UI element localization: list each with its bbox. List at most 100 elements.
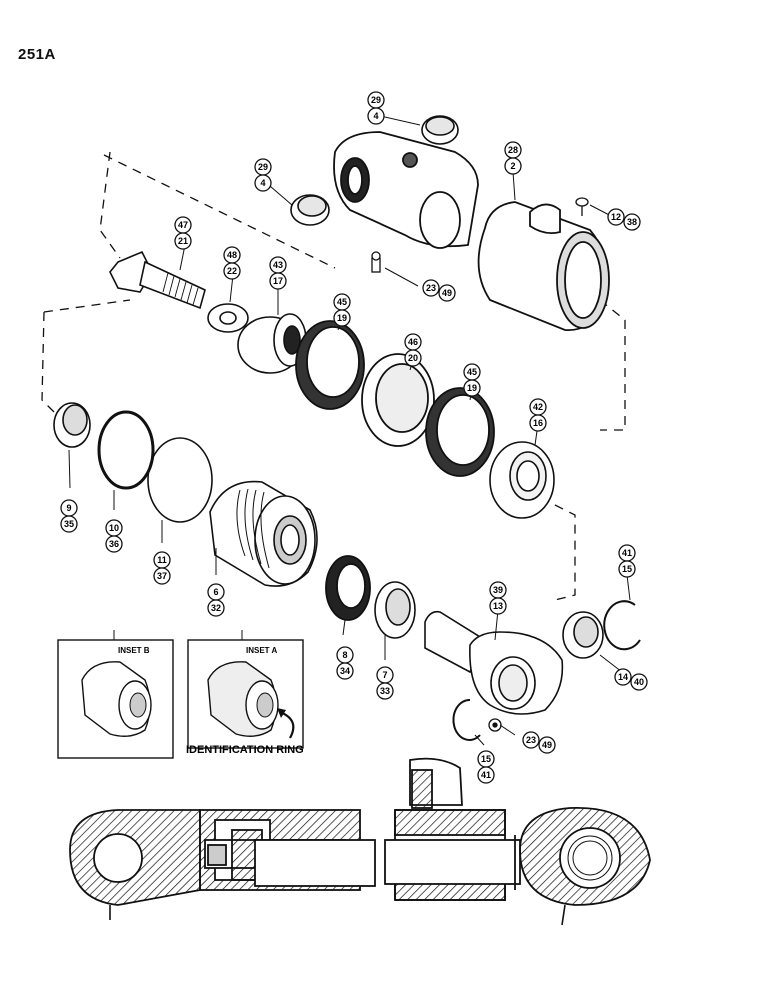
callout-number-c-9-top: 9 [66, 503, 71, 513]
seal-19-first [295, 320, 365, 410]
callout-circle-c-11-bottom [153, 567, 171, 585]
callout-circle-c-10-bottom [105, 535, 123, 553]
callout-circle-c-19a-bottom [333, 309, 351, 327]
callout-circle-c-15a-bottom [618, 560, 636, 578]
callout-number-c-7-top: 7 [382, 670, 387, 680]
snap-ring-15-lower [452, 698, 481, 741]
callout-circle-c-22-bottom [223, 262, 241, 280]
inset-a-title: INSET A [246, 646, 277, 655]
callout-number-c-12-top: 12 [611, 212, 621, 222]
callout-number-c-4b-bottom: 4 [260, 178, 265, 188]
o-ring-10 [97, 410, 155, 490]
gland-16 [489, 441, 555, 519]
callout-circle-c-14-top [614, 668, 632, 686]
callout-number-c-11-bottom: 37 [157, 571, 167, 581]
callout-number-c-15b-top: 15 [481, 754, 491, 764]
callout-circle-c-4b-bottom [254, 174, 272, 192]
inset-b-title: INSET B [118, 646, 150, 655]
callout-number-c-21-bottom: 21 [178, 236, 188, 246]
callout-circle-c-12-top [607, 208, 625, 226]
bushing-4-left [290, 194, 330, 226]
callout-number-c-13-bottom: 13 [493, 601, 503, 611]
callout-circle-c-12-bottom [623, 213, 641, 231]
bolt-21 [109, 250, 206, 310]
identification-ring-label: IDENTIFICATION RING [186, 744, 304, 756]
grease-fitting-23-upper [371, 251, 381, 273]
inset-a-box [187, 639, 304, 749]
seal-8 [325, 555, 371, 621]
callout-circle-c-21-bottom [174, 232, 192, 250]
bushing-4-upper [421, 115, 459, 145]
callout-number-c-21-top: 47 [178, 220, 188, 230]
callout-number-c-7-bottom: 33 [380, 686, 390, 696]
callout-circle-c-6-bottom [207, 599, 225, 617]
backup-ring-11 [147, 437, 213, 523]
callout-number-c-10-top: 10 [109, 523, 119, 533]
callout-circle-c-13-bottom [489, 597, 507, 615]
cylinder-tube [477, 201, 610, 331]
callout-number-c-15a-top: 41 [622, 548, 632, 558]
callout-circle-c-7-bottom [376, 682, 394, 700]
snap-ring-15-right [603, 600, 641, 651]
callout-number-c-22-bottom: 22 [227, 266, 237, 276]
cylinder-clevis [333, 131, 479, 249]
callout-number-c-22-top: 48 [227, 250, 237, 260]
screw-12 [575, 197, 589, 216]
page-number: 251A [18, 46, 56, 63]
callout-number-c-10-bottom: 36 [109, 539, 119, 549]
bushing-14 [562, 611, 604, 659]
callout-circle-c-23a-top [422, 279, 440, 297]
callout-circle-c-20-bottom [404, 349, 422, 367]
callout-number-c-23a-top: 23 [426, 283, 436, 293]
dashed-outline-lower [41, 299, 576, 601]
piston-6 [209, 480, 318, 587]
dashed-outline-upper [99, 151, 626, 431]
callout-number-c-9-bottom: 35 [64, 519, 74, 529]
callout-number-c-16-bottom: 16 [533, 418, 543, 428]
callout-circle-c-14-bottom [630, 673, 648, 691]
callout-number-c-14-top: 14 [618, 672, 628, 682]
callout-number-c-19b-top: 45 [467, 367, 477, 377]
piston-rod-13 [424, 610, 564, 715]
callout-number-c-2-top: 28 [508, 145, 518, 155]
callout-number-c-19a-bottom: 19 [337, 313, 347, 323]
callout-number-c-23b-top: 23 [526, 735, 536, 745]
callout-number-c-14-bottom: 40 [634, 677, 644, 687]
callout-circle-c-19b-bottom [463, 379, 481, 397]
assembled-cross-section [69, 757, 651, 926]
callout-number-c-15a-bottom: 15 [622, 564, 632, 574]
callout-number-c-6-bottom: 32 [211, 603, 221, 613]
callout-number-c-8-bottom: 34 [340, 666, 350, 676]
bushing-9 [53, 402, 91, 448]
callout-number-c-13-top: 39 [493, 585, 503, 595]
callout-circle-c-16-bottom [529, 414, 547, 432]
callout-number-c-12-bottom: 38 [627, 217, 637, 227]
callout-circle-c-4a-bottom [367, 107, 385, 125]
callout-circle-c-17-bottom [269, 272, 287, 290]
callout-number-c-4a-top: 29 [371, 95, 381, 105]
washer-22 [207, 303, 249, 333]
inset-b-box [57, 639, 174, 759]
callout-number-c-20-bottom: 20 [408, 353, 418, 363]
seal-20 [361, 353, 435, 447]
callout-circle-c-23b-bottom [538, 736, 556, 754]
callout-number-c-11-top: 11 [157, 555, 167, 565]
callout-number-c-17-bottom: 17 [273, 276, 283, 286]
callout-number-c-4a-bottom: 4 [373, 111, 378, 121]
grease-fitting-23-lower [488, 718, 502, 732]
callout-number-c-23a-bottom: 49 [442, 288, 452, 298]
piston-nut-17 [237, 313, 307, 374]
callout-circle-c-15b-bottom [477, 766, 495, 784]
callout-number-c-19a-top: 45 [337, 297, 347, 307]
callout-number-c-23b-bottom: 49 [542, 740, 552, 750]
callout-circle-c-9-bottom [60, 515, 78, 533]
callout-number-c-17-top: 43 [273, 260, 283, 270]
callout-number-c-19b-bottom: 19 [467, 383, 477, 393]
callout-circle-c-2-bottom [504, 157, 522, 175]
callout-number-c-2-bottom: 2 [510, 161, 515, 171]
callout-number-c-4b-top: 29 [258, 162, 268, 172]
callout-circle-c-23b-top [522, 731, 540, 749]
seal-19-second [425, 387, 495, 477]
